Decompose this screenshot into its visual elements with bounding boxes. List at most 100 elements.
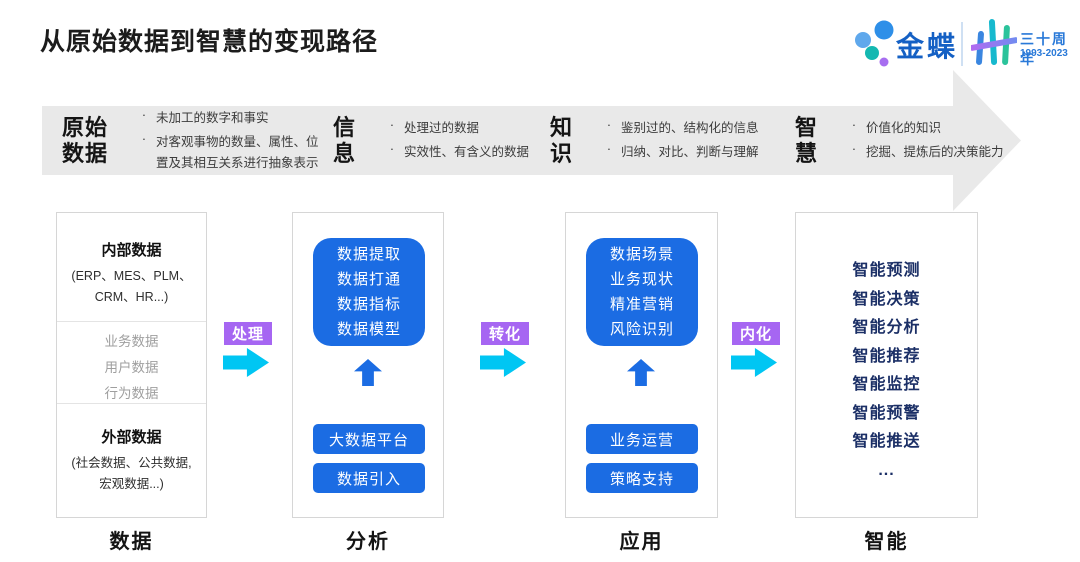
bullet-row: · 鉴别过的、结构化的信息: [597, 118, 759, 139]
right-arrow-icon: [731, 348, 777, 377]
bullet-dot: ·: [851, 118, 857, 132]
up-arrow-icon: [354, 359, 382, 386]
stage-title: 原始 数据: [62, 115, 108, 167]
detail-line: (社会数据、公共数据,: [71, 456, 192, 470]
scenario-line: 风险识别: [609, 321, 674, 338]
business-operation-button: 业务运营: [586, 424, 698, 454]
stage-title: 知 识: [550, 115, 573, 167]
analysis-capabilities-box: 数据提取 数据打通 数据指标 数据模型: [313, 238, 425, 346]
intelligence-list: 智能预测 智能决策 智能分析 智能推荐 智能监控 智能预警 智能推送 ...: [796, 213, 977, 485]
application-scenarios-box: 数据场景 业务现状 精准营销 风险识别: [586, 238, 698, 346]
stage-title-line: 识: [550, 140, 574, 166]
stage-bullets: · 价值化的知识 · 挖掘、提炼后的决策能力: [842, 115, 1004, 166]
external-data-section: 外部数据 (社会数据、公共数据, 宏观数据...): [57, 403, 206, 495]
bullet-text: 未加工的数字和事实: [156, 110, 269, 125]
intelligence-item: ...: [878, 461, 895, 479]
column-data-box: 内部数据 (ERP、MES、PLM、 CRM、HR...) 业务数据 用户数据 …: [56, 212, 207, 518]
footer-label-data: 数据: [109, 531, 154, 553]
data-item: 行为数据: [104, 386, 159, 401]
bullet-text: 鉴别过的、结构化的信息: [621, 121, 759, 135]
right-arrow-icon: [480, 348, 526, 377]
anniversary-years: 1993-2023: [1020, 48, 1068, 59]
bullet-row: · 处理过的数据: [380, 118, 529, 139]
bullet-row: · 归纳、对比、判断与理解: [597, 142, 759, 163]
middle-data-section: 业务数据 用户数据 行为数据: [57, 321, 206, 403]
stage-bullets: · 鉴别过的、结构化的信息 · 归纳、对比、判断与理解: [597, 115, 759, 166]
bullet-row: · 实效性、有含义的数据: [380, 142, 529, 163]
bullet-dot: ·: [141, 131, 147, 146]
footer-label-intelligence: 智能: [864, 531, 909, 553]
capability-line: 数据模型: [336, 321, 401, 338]
column-intelligence-box: 智能预测 智能决策 智能分析 智能推荐 智能监控 智能预警 智能推送 ...: [795, 212, 978, 518]
big-data-platform-button: 大数据平台: [313, 424, 425, 454]
anniversary-mark-icon: [971, 19, 1017, 65]
kingdee-logo: 金蝶 三十周年 1993-2023: [848, 12, 1076, 78]
bullet-dot: ·: [606, 142, 612, 156]
stage-information: 信 息 · 处理过的数据 · 实效性、有含义的数据: [333, 106, 529, 175]
internal-data-section: 内部数据 (ERP、MES、PLM、 CRM、HR...): [57, 213, 206, 321]
bullet-row: · 价值化的知识: [842, 118, 1004, 139]
connector-label-internalize: 内化: [732, 322, 780, 345]
bullet-row: · 未加工的数字和事实: [132, 108, 328, 129]
column-analysis-box: 数据提取 数据打通 数据指标 数据模型 大数据平台 数据引入: [292, 212, 444, 518]
data-item: 用户数据: [104, 360, 159, 375]
stage-bullets: · 未加工的数字和事实 · 对客观事物的数量、属性、位置及其相互关系进行抽象表示: [132, 105, 328, 177]
scenario-line: 精准营销: [609, 296, 674, 313]
stage-raw-data: 原始 数据 · 未加工的数字和事实 · 对客观事物的数量、属性、位置及其相互关系…: [62, 106, 328, 175]
bullet-dot: ·: [851, 142, 857, 156]
bullet-dot: ·: [606, 118, 612, 132]
bullet-row: · 挖掘、提炼后的决策能力: [842, 142, 1004, 163]
kingdee-brand-text: 金蝶: [896, 31, 959, 62]
bullet-dot: ·: [389, 118, 395, 132]
anniversary-text: 三十周年: [1020, 31, 1068, 67]
logo-divider: [961, 22, 963, 66]
external-data-title: 外部数据: [101, 429, 162, 446]
detail-line: CRM、HR...): [94, 290, 169, 304]
bullet-text: 挖掘、提炼后的决策能力: [866, 145, 1004, 159]
bullet-text: 实效性、有含义的数据: [404, 145, 530, 159]
right-arrow-icon: [223, 348, 269, 377]
bullet-text: 处理过的数据: [404, 121, 480, 135]
capability-line: 数据指标: [336, 296, 401, 313]
column-application-box: 数据场景 业务现状 精准营销 风险识别 业务运营 策略支持: [565, 212, 718, 518]
detail-line: (ERP、MES、PLM、: [71, 269, 192, 283]
stage-title-line: 息: [333, 140, 357, 166]
intelligence-item: 智能分析: [852, 319, 921, 336]
intelligence-item: 智能推荐: [852, 347, 921, 365]
stage-title-line: 慧: [795, 140, 819, 166]
external-data-detail: (社会数据、公共数据, 宏观数据...): [57, 453, 206, 495]
bullet-dot: ·: [389, 142, 395, 156]
kingdee-dots-icon: [855, 20, 894, 67]
intelligence-item: 智能预警: [852, 404, 921, 422]
intelligence-item: 智能推送: [852, 433, 921, 450]
connector-label-transform: 转化: [481, 322, 529, 345]
footer-label-analysis: 分析: [346, 531, 390, 553]
strategy-support-button: 策略支持: [586, 463, 698, 493]
stage-title-line: 信: [333, 114, 357, 140]
data-item: 业务数据: [104, 334, 159, 349]
bullet-dot: ·: [141, 107, 147, 122]
page-title: 从原始数据到智慧的变现路径: [40, 28, 379, 56]
stage-title-line: 知: [550, 114, 574, 140]
connector-label-process: 处理: [224, 322, 272, 345]
footer-label-application: 应用: [619, 531, 664, 553]
intelligence-item: 智能决策: [852, 290, 921, 308]
process-band: [42, 106, 953, 175]
detail-line: 宏观数据...): [99, 477, 164, 491]
bullet-text: 对客观事物的数量、属性、位置及其相互关系进行抽象表示: [156, 134, 319, 170]
data-import-button: 数据引入: [313, 463, 425, 493]
capability-line: 数据打通: [336, 271, 401, 288]
bullet-row: · 对客观事物的数量、属性、位置及其相互关系进行抽象表示: [132, 132, 328, 174]
stage-title-line: 智: [795, 114, 819, 140]
capability-line: 数据提取: [336, 246, 401, 263]
stage-title: 信 息: [333, 115, 356, 167]
stage-title-line: 数据: [62, 140, 109, 166]
intelligence-item: 智能监控: [852, 376, 921, 393]
stage-title: 智 慧: [795, 115, 818, 167]
bullet-text: 价值化的知识: [866, 121, 942, 135]
intelligence-item: 智能预测: [852, 262, 921, 279]
up-arrow-icon: [627, 359, 655, 386]
bullet-text: 归纳、对比、判断与理解: [621, 145, 759, 159]
scenario-line: 业务现状: [609, 271, 674, 288]
stage-knowledge: 知 识 · 鉴别过的、结构化的信息 · 归纳、对比、判断与理解: [550, 106, 759, 175]
